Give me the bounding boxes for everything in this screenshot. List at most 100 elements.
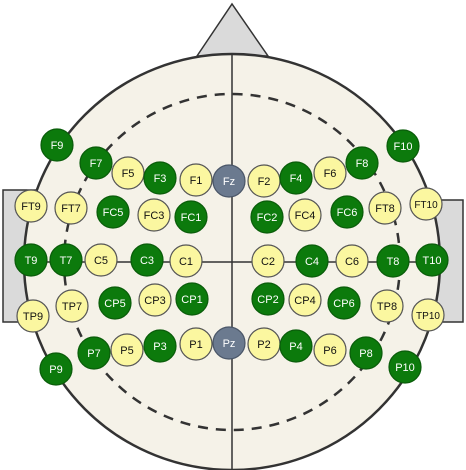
electrode-fc4: FC4 bbox=[288, 198, 322, 232]
electrode-marker bbox=[409, 187, 443, 221]
electrode-c2: C2 bbox=[251, 244, 285, 278]
electrode-c5: C5 bbox=[84, 243, 118, 277]
electrode-cp4: CP4 bbox=[288, 283, 322, 317]
nose-shape bbox=[195, 2, 270, 57]
electrode-label: P2 bbox=[257, 339, 270, 351]
electrode-marker bbox=[250, 200, 284, 234]
electrode-marker bbox=[175, 282, 209, 316]
electrode-marker bbox=[411, 298, 445, 332]
electrode-cp6: CP6 bbox=[327, 286, 361, 320]
electrode-label: T8 bbox=[387, 256, 400, 268]
electrode-marker bbox=[335, 244, 369, 278]
electrode-marker bbox=[415, 243, 449, 277]
electrode-marker bbox=[79, 146, 113, 180]
electrode-marker bbox=[295, 244, 329, 278]
electrode-label: FC5 bbox=[103, 207, 124, 219]
electrode-label: T10 bbox=[423, 255, 442, 267]
electrode-label: P6 bbox=[323, 345, 336, 357]
electrode-f8: F8 bbox=[345, 146, 379, 180]
electrode-marker bbox=[251, 244, 285, 278]
electrode-label: CP3 bbox=[144, 295, 165, 307]
electrode-label: CP2 bbox=[257, 294, 278, 306]
electrode-marker bbox=[14, 189, 48, 223]
electrode-marker bbox=[279, 329, 313, 363]
electrode-fc3: FC3 bbox=[137, 198, 171, 232]
electrode-marker bbox=[77, 336, 111, 370]
electrode-t7: T7 bbox=[49, 243, 83, 277]
electrode-label: TP10 bbox=[416, 311, 440, 322]
electrode-marker bbox=[179, 327, 213, 361]
electrode-cp3: CP3 bbox=[138, 283, 172, 317]
electrode-marker bbox=[313, 333, 347, 367]
electrode-label: FC3 bbox=[144, 210, 165, 222]
electrode-label: P10 bbox=[395, 362, 415, 374]
electrode-marker bbox=[16, 299, 50, 333]
electrode-label: CP6 bbox=[333, 298, 354, 310]
electrode-label: FT8 bbox=[375, 203, 395, 215]
electrode-label: TP8 bbox=[377, 301, 397, 313]
electrode-label: CP5 bbox=[104, 298, 125, 310]
electrode-label: C4 bbox=[305, 256, 319, 268]
electrode-marker bbox=[386, 129, 420, 163]
electrode-c3: C3 bbox=[130, 243, 164, 277]
electrode-p10: P10 bbox=[388, 350, 422, 384]
electrode-label: P7 bbox=[87, 348, 100, 360]
electrode-marker bbox=[137, 198, 171, 232]
electrode-f6: F6 bbox=[313, 156, 347, 190]
electrode-label: T7 bbox=[60, 255, 73, 267]
electrode-marker bbox=[84, 243, 118, 277]
electrode-marker bbox=[212, 164, 246, 198]
electrode-label: FC6 bbox=[337, 207, 358, 219]
electrode-label: TP7 bbox=[62, 301, 82, 313]
electrode-label: FT9 bbox=[21, 201, 41, 213]
electrode-label: CP1 bbox=[181, 294, 202, 306]
electrode-label: P4 bbox=[289, 341, 302, 353]
electrode-ft7: FT7 bbox=[54, 191, 88, 225]
electrode-label: C5 bbox=[94, 255, 108, 267]
electrode-label: C2 bbox=[261, 256, 275, 268]
electrode-marker bbox=[349, 336, 383, 370]
electrode-marker bbox=[370, 289, 404, 323]
electrode-label: F8 bbox=[356, 158, 369, 170]
electrode-marker bbox=[388, 350, 422, 384]
electrode-p1: P1 bbox=[179, 327, 213, 361]
electrode-t10: T10 bbox=[415, 243, 449, 277]
electrode-tp7: TP7 bbox=[55, 289, 89, 323]
electrode-marker bbox=[130, 243, 164, 277]
electrode-marker bbox=[179, 163, 213, 197]
electrode-marker bbox=[138, 283, 172, 317]
electrode-label: F3 bbox=[154, 173, 167, 185]
electrode-marker bbox=[96, 195, 130, 229]
electrode-marker bbox=[212, 326, 246, 360]
electrode-f10: F10 bbox=[386, 129, 420, 163]
electrode-cp1: CP1 bbox=[175, 282, 209, 316]
electrode-label: CP4 bbox=[294, 295, 315, 307]
electrode-fc1: FC1 bbox=[174, 200, 208, 234]
electrode-f9: F9 bbox=[40, 128, 74, 162]
electrode-label: C3 bbox=[140, 255, 154, 267]
electrode-tp10: TP10 bbox=[411, 298, 445, 332]
electrode-marker bbox=[143, 161, 177, 195]
electrode-label: F10 bbox=[394, 141, 413, 153]
electrode-label: FC2 bbox=[257, 212, 278, 224]
electrode-f1: F1 bbox=[179, 163, 213, 197]
electrode-marker bbox=[40, 128, 74, 162]
electrode-label: Pz bbox=[223, 338, 236, 350]
electrode-pz: Pz bbox=[212, 326, 246, 360]
electrode-tp8: TP8 bbox=[370, 289, 404, 323]
electrode-label: P1 bbox=[189, 339, 202, 351]
electrode-label: C1 bbox=[179, 256, 193, 268]
electrode-marker bbox=[330, 195, 364, 229]
electrode-f2: F2 bbox=[247, 164, 281, 198]
electrode-fc5: FC5 bbox=[96, 195, 130, 229]
electrode-label: T9 bbox=[25, 255, 38, 267]
electrode-label: Fz bbox=[223, 176, 235, 188]
electrode-marker bbox=[54, 191, 88, 225]
electrode-marker bbox=[251, 282, 285, 316]
electrode-label: FC4 bbox=[295, 210, 316, 222]
electrode-t9: T9 bbox=[14, 243, 48, 277]
electrode-label: TP9 bbox=[23, 311, 43, 323]
electrode-label: F6 bbox=[324, 168, 337, 180]
